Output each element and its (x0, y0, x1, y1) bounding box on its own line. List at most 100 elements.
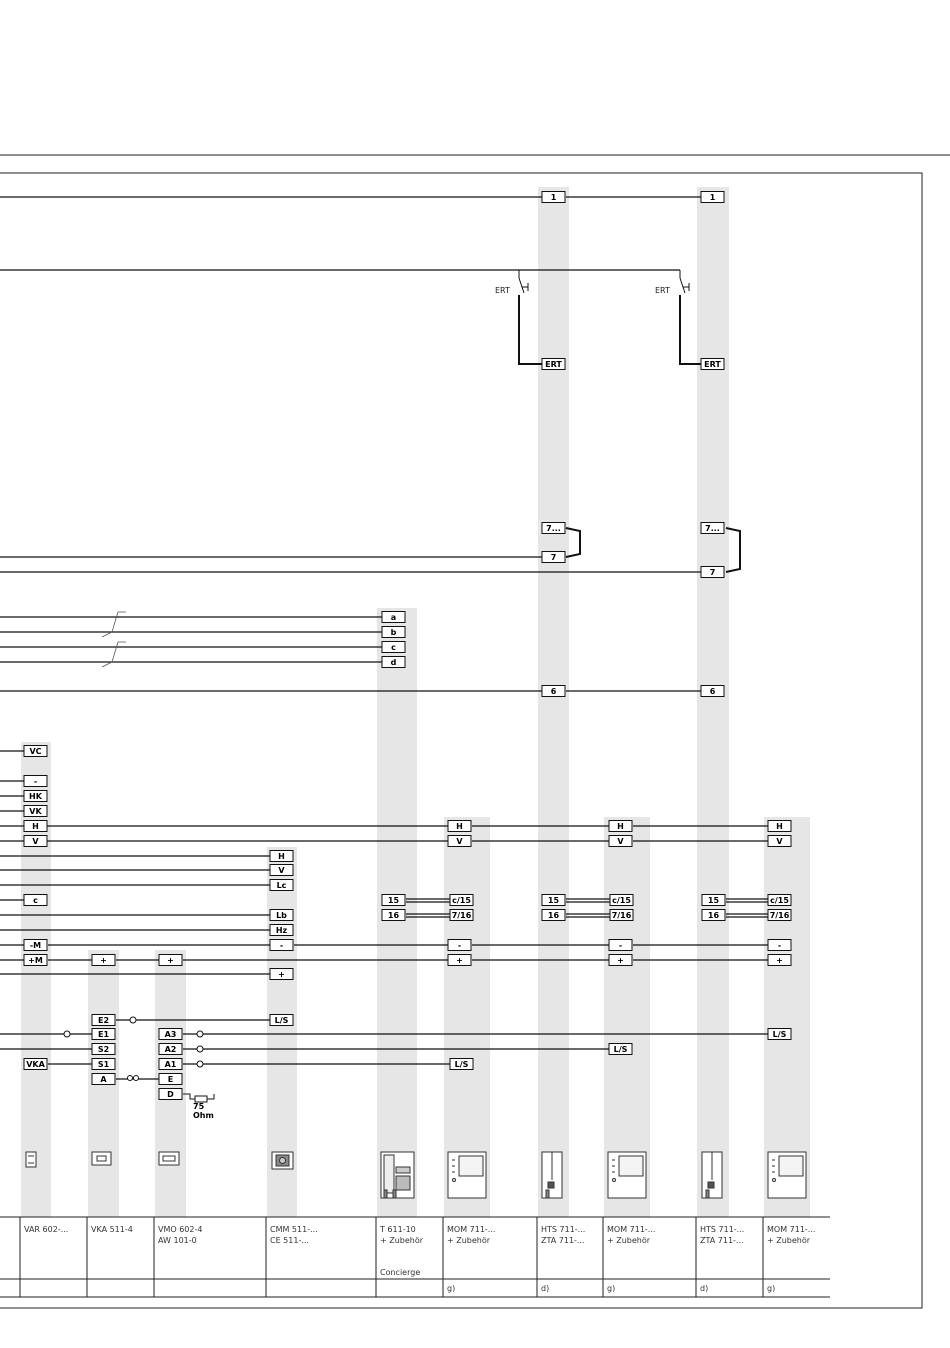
terminal-label: +M (28, 956, 43, 965)
terminal-plus: + (269, 968, 294, 980)
device-line1: MOM 711-... (447, 1225, 495, 1234)
device-icons (25, 1151, 807, 1199)
terminal-a1: A1 (158, 1058, 183, 1070)
terminal-label: ERT (545, 360, 562, 369)
terminal-h: H (447, 820, 472, 832)
terminal-minus: - (447, 939, 472, 951)
terminal-ls: L/S (269, 1014, 294, 1026)
terminal-vc: VC (23, 745, 48, 757)
terminal-e2: E2 (91, 1014, 116, 1026)
terminal-h: H (767, 820, 792, 832)
terminal-label: Hz (276, 926, 288, 935)
terminal-label: 7 (551, 553, 557, 562)
column-mom-2 (604, 817, 650, 1217)
terminal-label: 1 (551, 193, 557, 202)
terminal-label: c/15 (612, 896, 631, 905)
terminal-c15: c/15 (767, 894, 792, 906)
terminal-te: E (158, 1073, 183, 1085)
terminal-label: 1 (710, 193, 716, 202)
terminal-label: Lb (276, 911, 287, 920)
terminal-label: 7... (705, 524, 720, 533)
terminal-label: 16 (548, 911, 560, 920)
cable-break-markers (101, 611, 126, 668)
terminal-t7: 7 (541, 551, 566, 563)
handset-icon (541, 1151, 563, 1199)
terminal-label: 6 (710, 687, 716, 696)
terminal-label: 7/16 (770, 911, 790, 920)
terminal-minus: - (608, 939, 633, 951)
terminal-ls: L/S (608, 1043, 633, 1055)
concierge-station-icon (380, 1151, 415, 1199)
terminal-label: c (391, 643, 396, 652)
device-note: d) (700, 1284, 708, 1293)
terminal-label: c (33, 896, 38, 905)
terminal-v: V (23, 835, 48, 847)
terminal-label: L/S (455, 1060, 469, 1069)
device-note: d) (541, 1284, 549, 1293)
terminal-h: H (608, 820, 633, 832)
terminal-label: 15 (548, 896, 560, 905)
device-line1: VMO 602-4 (158, 1225, 202, 1234)
terminal-label: A2 (165, 1045, 177, 1054)
loop-markers (63, 1016, 204, 1081)
device-line1: MOM 711-... (767, 1225, 815, 1234)
resistor-value: 75 (193, 1102, 205, 1111)
terminal-c: c (23, 894, 48, 906)
device-line1: CMM 511-... (270, 1225, 318, 1234)
video-monitor-icon (767, 1151, 807, 1199)
terminal-t16: 16 (541, 909, 566, 921)
resistor-unit: Ohm (193, 1111, 214, 1120)
terminal-label: H (32, 822, 39, 831)
terminal-t1: 1 (700, 191, 725, 203)
terminal-label: H (278, 852, 285, 861)
device-note: g) (447, 1284, 455, 1293)
terminal-a2: A2 (158, 1043, 183, 1055)
device-line2: CE 511-... (270, 1236, 309, 1245)
terminal-ta: A (91, 1073, 116, 1085)
terminal-label: + (278, 970, 285, 979)
terminal-label: - (619, 941, 622, 950)
terminal-minus: - (269, 939, 294, 951)
terminal-v: V (269, 864, 294, 876)
terminal-s1: S1 (91, 1058, 116, 1070)
terminal-vka: VKA (23, 1058, 48, 1070)
terminal-label: VC (29, 747, 41, 756)
terminal-minus: - (767, 939, 792, 951)
device-line1: VKA 511-4 (91, 1225, 133, 1234)
terminal-ert: ERT (700, 358, 725, 370)
terminal-label: + (167, 956, 174, 965)
terminal-label: b (391, 628, 397, 637)
terminal-label: c/15 (770, 896, 789, 905)
terminal-label: + (100, 956, 107, 965)
terminal-hz: Hz (269, 924, 294, 936)
terminal-t15: 15 (701, 894, 726, 906)
terminal-e1: E1 (91, 1028, 116, 1040)
terminal-label: VK (29, 807, 42, 816)
terminal-h: H (269, 850, 294, 862)
column-mom-1 (444, 817, 490, 1217)
device-line1: VAR 602-... (24, 1225, 68, 1234)
column-mom-3 (764, 817, 810, 1217)
terminal-label: 15 (708, 896, 720, 905)
terminal-v: V (447, 835, 472, 847)
terminal-lb: Lb (269, 909, 294, 921)
terminal-label: A1 (165, 1060, 177, 1069)
terminal-label: S2 (98, 1045, 109, 1054)
terminal-label: V (776, 837, 783, 846)
terminal-label: ERT (704, 360, 721, 369)
terminal-t7: 7 (700, 566, 725, 578)
terminal-t16: 16 (701, 909, 726, 921)
terminal-label: d (391, 658, 397, 667)
terminal-label: VKA (26, 1060, 45, 1069)
terminal-label: V (278, 866, 285, 875)
terminal-label: E2 (98, 1016, 109, 1025)
terminal-label: 7 (710, 568, 716, 577)
terminal-label: HK (29, 792, 43, 801)
terminal-plus: + (447, 954, 472, 966)
device-table (0, 1216, 830, 1298)
terminal-t716: 7/16 (609, 909, 634, 921)
terminal-label: A (100, 1075, 107, 1084)
terminal-label: S1 (98, 1060, 110, 1069)
